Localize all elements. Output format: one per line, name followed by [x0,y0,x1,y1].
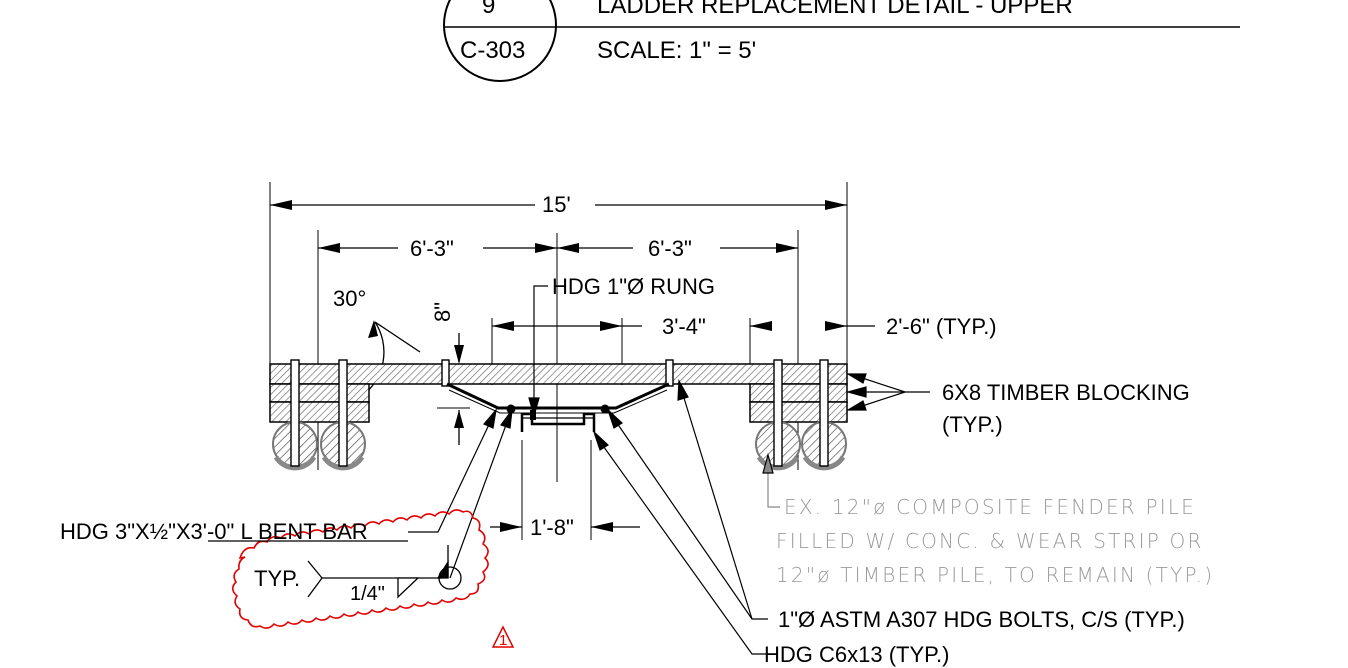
dim-angle: 30° [333,286,366,311]
title-block: 9 C-303 LADDER REPLACEMENT DETAIL - UPPE… [443,0,1240,82]
timber-right-block-1 [749,383,848,403]
timber-right-block-2 [749,401,848,423]
callout-timber-line1: 6X8 TIMBER BLOCKING [942,380,1190,405]
revision-cloud: 1 [231,509,515,649]
dim-left-half: 6'-3" [410,236,454,261]
weld-symbol [307,545,462,599]
callout-rung: HDG 1"Ø RUNG [552,274,715,299]
detail-number: 9 [482,0,495,19]
timber-left-block-1 [269,383,370,403]
revision-number: 1 [499,632,507,649]
dim-right-half: 6'-3" [648,236,692,261]
detail-title: LADDER REPLACEMENT DETAIL - UPPER [597,0,1073,19]
dim-channel-width: 1'-8" [530,515,574,540]
labels: 15' 6'-3" 6'-3" 30° 8" 3'-4" 2'-6" (TYP.… [60,192,1214,667]
dim-rung-offset: 8" [430,302,455,322]
timber-top-beam [269,363,848,385]
detail-scale: SCALE: 1" = 5' [597,37,756,64]
callout-existing-pile-line1: EX. 12"ø COMPOSITE FENDER PILE [784,495,1196,519]
detail-bubble [443,0,557,82]
callout-existing-pile-line2: FILLED W/ CONC. & WEAR STRIP OR [776,529,1204,553]
fender-piles [272,421,847,471]
callout-channel: HDG C6x13 (TYP.) [764,642,949,667]
dim-pile-spacing: 2'-6" (TYP.) [886,314,997,339]
leader-lines [408,285,930,655]
dim-overall-width: 15' [542,192,571,217]
ladder-assembly [446,382,670,432]
callout-bent-bar: HDG 3"X½"X3'-0" L BENT BAR [60,519,368,544]
callout-timber-line2: (TYP.) [942,412,1003,437]
sheet-reference: C-303 [460,37,525,64]
dimension-lines [270,200,875,532]
timber-left-block-2 [269,401,370,423]
revision-delta [491,625,515,648]
weld-size: 1/4" [350,583,385,605]
callout-existing-pile-line3: 12"ø TIMBER PILE, TO REMAIN (TYP.) [776,563,1214,587]
through-bolts [290,359,829,467]
weld-tail-note: TYP. [254,566,300,591]
extension-lines [269,182,848,540]
ladder-rung [530,410,536,420]
callout-bolts: 1"Ø ASTM A307 HDG BOLTS, C/S (TYP.) [778,607,1185,632]
dim-bar-spacing: 3'-4" [662,314,706,339]
hdg-channel [520,412,596,432]
bent-bar [446,382,670,410]
